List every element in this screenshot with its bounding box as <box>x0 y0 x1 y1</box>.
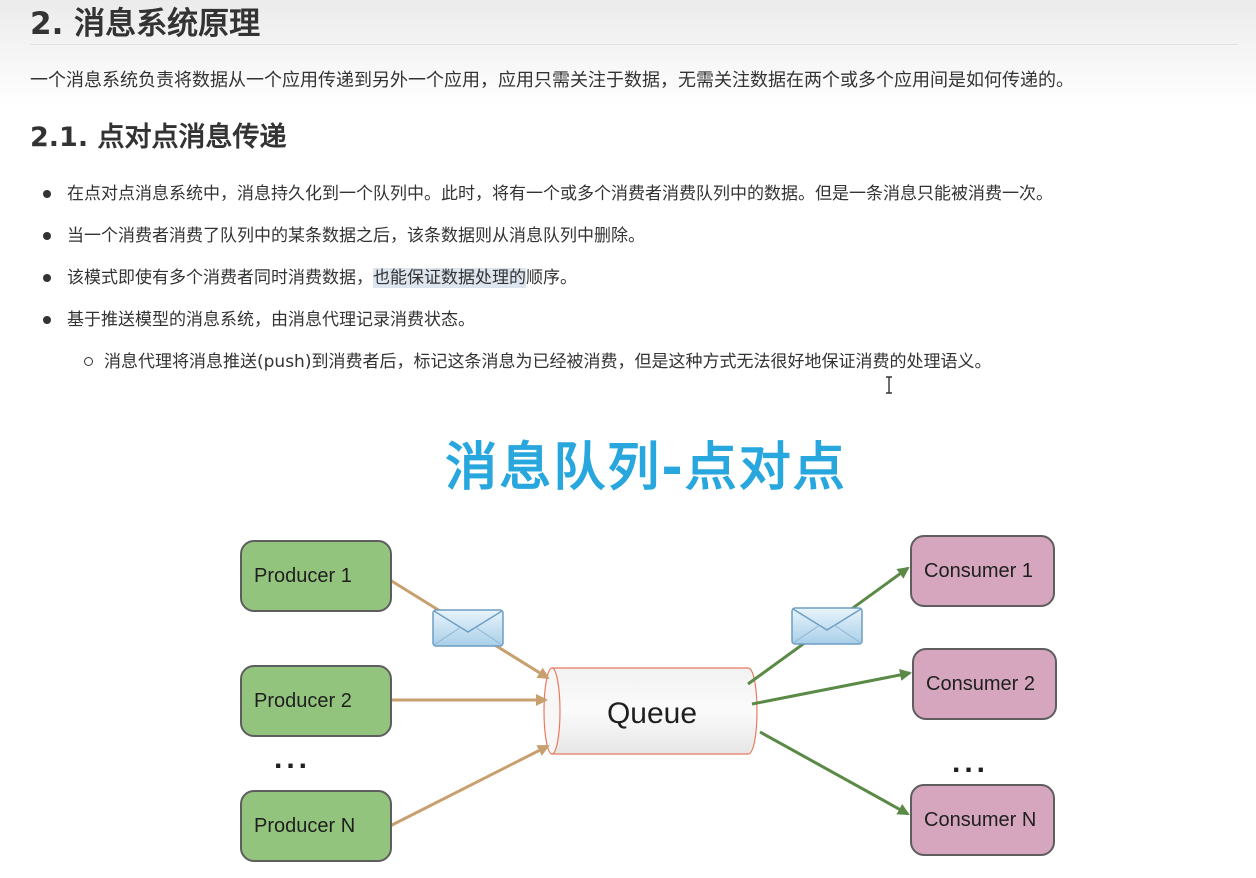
bullet-marker <box>43 190 51 198</box>
sub-list-item: 消息代理将消息推送(push)到消费者后，标记这条消息为已经被消费，但是这种方式… <box>0 344 1053 384</box>
consumer-1-box: Consumer 1 <box>910 535 1055 607</box>
sub-bullet-marker <box>84 357 93 366</box>
list-item: 基于推送模型的消息系统，由消息代理记录消费状态。 <box>0 302 1053 344</box>
bullet-marker <box>43 274 51 282</box>
queue-label: Queue <box>606 697 698 730</box>
queue-cylinder <box>543 667 758 755</box>
text-cursor-icon <box>886 376 892 394</box>
producer-n-arrow <box>389 744 550 828</box>
producer-n-box: Producer N <box>240 790 392 862</box>
bullet-marker <box>43 316 51 324</box>
producer-2-box: Producer 2 <box>240 665 392 737</box>
list-item-text: 当一个消费者消费了队列中的某条数据之后，该条数据则从消息队列中删除。 <box>67 226 645 246</box>
producer-ellipsis: ... <box>274 742 312 775</box>
top-fade <box>0 0 1256 105</box>
list-item-text: 基于推送模型的消息系统，由消息代理记录消费状态。 <box>67 310 475 330</box>
selected-text[interactable]: 也能保证数据处理的 <box>373 268 526 288</box>
consumer-ellipsis: ... <box>952 746 990 779</box>
list-item: 当一个消费者消费了队列中的某条数据之后，该条数据则从消息队列中删除。 <box>0 218 1053 260</box>
section-heading: 2. 消息系统原理 <box>30 6 261 42</box>
list-item-text-before: 该模式即使有多个消费者同时消费数据， <box>67 268 373 288</box>
consumer-n-arrow <box>759 730 910 816</box>
producer-2-label: Producer 2 <box>254 689 352 712</box>
bullet-marker <box>43 232 51 240</box>
envelope-icon <box>791 607 863 645</box>
list-item-text: 在点对点消息系统中，消息持久化到一个队列中。此时，将有一个或多个消费者消费队列中… <box>67 184 1053 204</box>
list-item: 在点对点消息系统中，消息持久化到一个队列中。此时，将有一个或多个消费者消费队列中… <box>0 176 1053 218</box>
envelope-icon <box>432 609 504 647</box>
bullet-list: 在点对点消息系统中，消息持久化到一个队列中。此时，将有一个或多个消费者消费队列中… <box>0 176 1053 384</box>
consumer-2-box: Consumer 2 <box>912 648 1057 720</box>
list-item-text-after: 顺序。 <box>526 268 577 288</box>
consumer-n-box: Consumer N <box>910 784 1055 856</box>
list-item: 该模式即使有多个消费者同时消费数据，也能保证数据处理的顺序。 <box>0 260 1053 302</box>
heading-divider <box>30 44 1238 45</box>
producer-1-label: Producer 1 <box>254 564 352 587</box>
producer-n-label: Producer N <box>254 814 356 837</box>
consumer-n-label: Consumer N <box>924 808 1037 831</box>
consumer-2-label: Consumer 2 <box>926 672 1035 695</box>
consumer-2-arrow <box>751 669 912 706</box>
diagram-title: 消息队列-点对点 <box>445 438 847 498</box>
intro-paragraph: 一个消息系统负责将数据从一个应用传递到另外一个应用，应用只需关注于数据，无需关注… <box>30 70 1074 91</box>
subsection-heading: 2.1. 点对点消息传递 <box>30 122 287 153</box>
producer-1-box: Producer 1 <box>240 540 392 612</box>
sub-list-item-text: 消息代理将消息推送(push)到消费者后，标记这条消息为已经被消费，但是这种方式… <box>104 352 992 372</box>
consumer-1-label: Consumer 1 <box>924 559 1033 582</box>
